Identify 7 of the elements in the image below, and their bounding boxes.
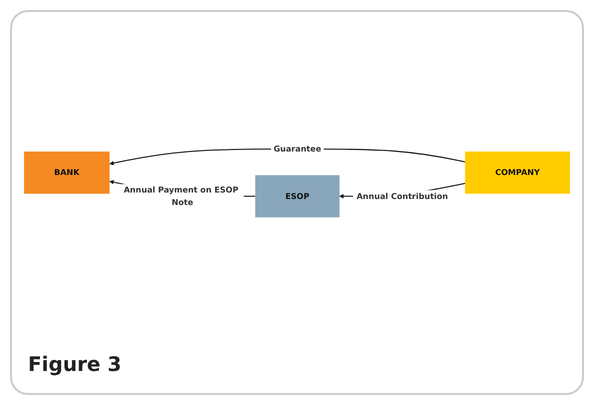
- node-box: BANK: [24, 151, 110, 194]
- figure-caption: Figure 3: [28, 352, 122, 376]
- node-box: COMPANY: [465, 151, 570, 194]
- edge-label: Annual Contribution: [356, 191, 448, 201]
- edge-label: Annual Payment on ESOP Note: [124, 185, 238, 207]
- node-box: ESOP: [255, 174, 340, 218]
- edge-label: Guarantee: [274, 144, 322, 154]
